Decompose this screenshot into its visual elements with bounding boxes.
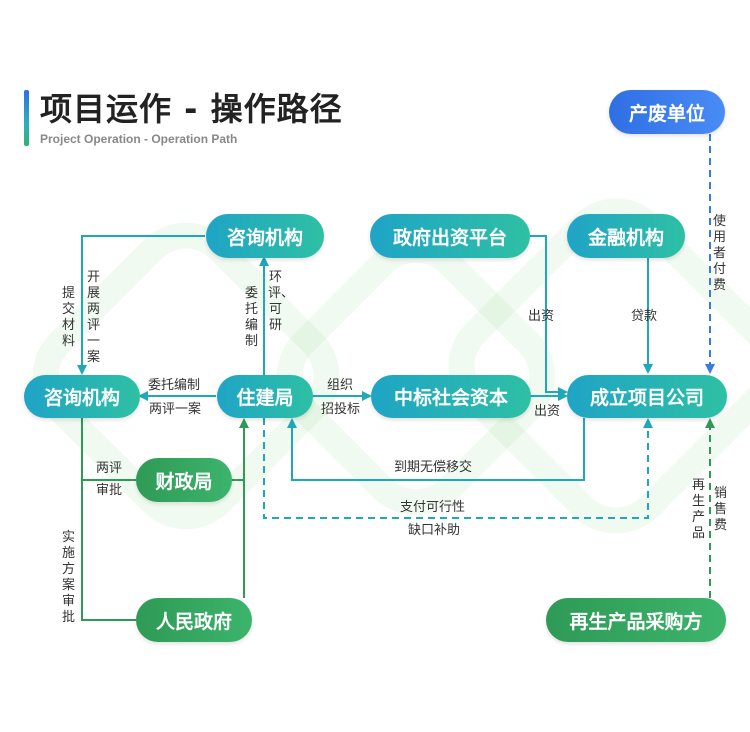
node-finance: 金融机构 <box>567 214 685 258</box>
label-loan: 贷款 <box>631 309 658 324</box>
node-housing: 住建局 <box>217 375 313 418</box>
label-entrust-compile-vertical: 委托编制 <box>244 286 258 349</box>
node-finance-bureau: 财政局 <box>136 458 232 502</box>
label-submit-materials: 提交材料 <box>61 286 75 349</box>
node-producer: 产废单位 <box>609 90 725 134</box>
label-payment-feasibility: 支付可行性 <box>400 500 466 515</box>
edge-housing-to-company-dashed <box>263 418 653 519</box>
edge-company-to-housing <box>287 418 585 481</box>
label-funding-2: 出资 <box>534 404 561 419</box>
page-subtitle: Project Operation - Operation Path <box>40 132 238 146</box>
label-env-feasibility: 环评、可研 <box>268 270 295 333</box>
node-consult-left: 咨询机构 <box>24 375 140 418</box>
title-accent-bar <box>24 90 29 146</box>
label-two-reviews-horizontal: 两评一案 <box>149 402 202 417</box>
label-gap-subsidy: 缺口补助 <box>408 523 461 538</box>
node-gov-platform: 政府出资平台 <box>370 214 530 258</box>
node-people-gov: 人民政府 <box>136 598 252 642</box>
label-transfer: 到期无偿移交 <box>394 460 473 475</box>
node-social-capital: 中标社会资本 <box>371 375 531 418</box>
node-project-company: 成立项目公司 <box>567 375 727 418</box>
label-recycled-products: 再生产品 <box>691 478 705 541</box>
node-buyer: 再生产品采购方 <box>546 598 726 642</box>
label-user-fee: 使用者付费 <box>712 214 726 293</box>
edge-finance-bureau-to-housing <box>230 418 249 481</box>
label-impl-approval: 实施方案审批 <box>61 530 75 625</box>
edge-gov-platform-to-company <box>530 235 568 397</box>
label-two-reviews-approval-2: 审批 <box>96 483 123 498</box>
edge-consult-top-to-left <box>77 235 205 375</box>
page-title: 项目运作 - 操作路径 <box>40 90 343 128</box>
label-organize: 组织 <box>327 378 354 393</box>
label-funding-1: 出资 <box>528 309 555 324</box>
label-two-reviews-approval-1: 两评 <box>96 461 123 476</box>
label-tender: 招投标 <box>321 402 361 417</box>
label-entrust-compile-horizontal: 委托编制 <box>148 378 201 393</box>
label-carry-two-reviews: 开展两评一案 <box>86 270 100 365</box>
edge-consult-left-to-people-gov <box>81 480 136 621</box>
label-sales-fee: 销售费 <box>713 486 727 533</box>
node-consult-top: 咨询机构 <box>206 214 324 258</box>
